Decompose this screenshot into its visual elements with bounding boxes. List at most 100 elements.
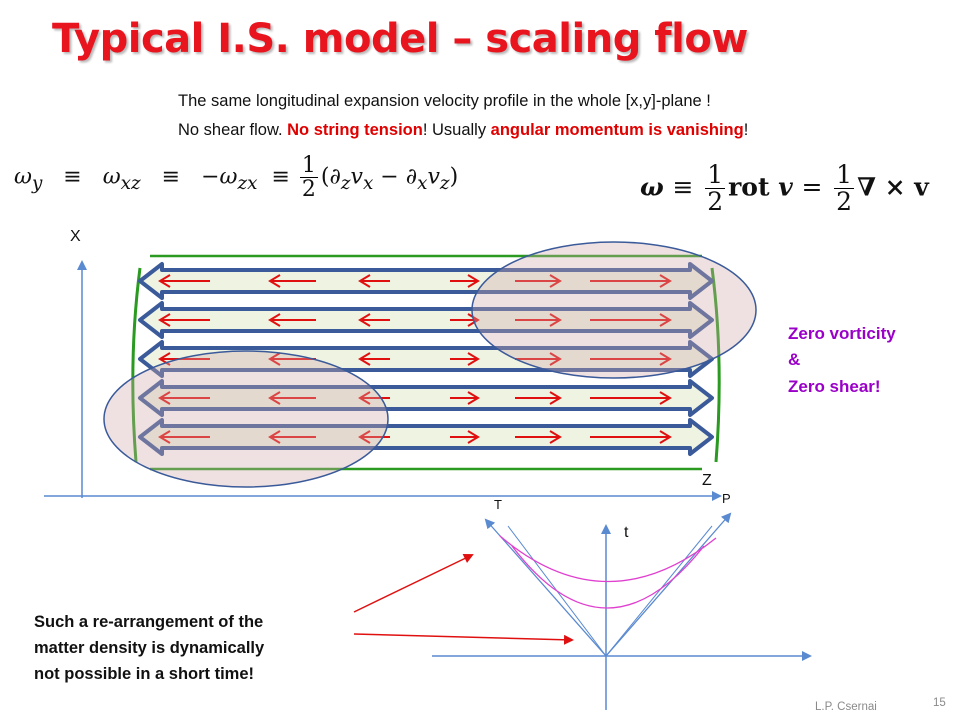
velocity-arrowhead xyxy=(659,352,672,366)
note-line: matter density is dynamically xyxy=(34,639,265,658)
green-frame-left xyxy=(131,267,142,463)
pointer-arrow-lower xyxy=(353,633,574,645)
note-line: Such a re-arrangement of the xyxy=(34,613,264,631)
z-axis-label: Z xyxy=(702,472,712,489)
author-footer: L.P. Csernai xyxy=(815,701,877,713)
equiv-symbol: ≡ xyxy=(63,164,82,190)
subtitle-text: ! Usually xyxy=(422,121,491,139)
velocity-arrowhead xyxy=(158,430,171,444)
formula-text: v xyxy=(350,164,363,190)
velocity-arrowhead xyxy=(549,352,562,366)
velocity-arrowhead xyxy=(158,391,171,405)
fraction-denominator: 2 xyxy=(707,187,724,217)
subscript: y xyxy=(31,172,43,194)
p-label: P xyxy=(722,491,731,506)
rearrangement-note: Such a re-arrangement of the matter dens… xyxy=(34,609,264,687)
velocity-arrowhead xyxy=(268,352,281,366)
t-axis-label: t xyxy=(624,524,629,541)
pointer-arrow-upper xyxy=(353,553,474,613)
subscript: xz xyxy=(120,172,141,194)
velocity-arrowhead xyxy=(268,274,281,288)
subtitle-line-1: The same longitudinal expansion velocity… xyxy=(178,92,711,110)
fraction-numerator: 1 xyxy=(834,160,855,190)
equiv-symbol: ≡ xyxy=(672,172,694,202)
formula-text: v xyxy=(427,164,440,190)
curl-expression: ∇ × v xyxy=(857,172,929,202)
velocity-arrowhead xyxy=(358,430,371,444)
subtitle-text: No shear flow. xyxy=(178,121,288,139)
fraction-denominator: 2 xyxy=(836,187,853,217)
hyperbola-upper xyxy=(499,535,717,583)
velocity-arrowhead xyxy=(659,391,672,405)
velocity-arrowhead xyxy=(659,274,672,288)
cone-line xyxy=(605,525,713,657)
velocity-symbol: v xyxy=(778,172,793,202)
page-number: 15 xyxy=(933,697,946,709)
velocity-arrowhead xyxy=(549,274,562,288)
subscript: z xyxy=(340,172,351,194)
velocity-arrowhead xyxy=(467,430,480,444)
velocity-arrowhead xyxy=(358,313,371,327)
upper-right-region-ellipse xyxy=(471,241,757,379)
velocity-arrowhead xyxy=(158,274,171,288)
velocity-arrowhead xyxy=(659,430,672,444)
formula-text: ) xyxy=(449,164,459,190)
velocity-arrowhead xyxy=(467,313,480,327)
formula-text: (∂ xyxy=(320,164,341,190)
velocity-arrowhead xyxy=(358,391,371,405)
velocity-arrowhead xyxy=(549,430,562,444)
velocity-arrowhead xyxy=(659,313,672,327)
t-label: T xyxy=(494,497,502,512)
omega-symbol: ω xyxy=(14,164,32,190)
subtitle-line-2: No shear flow. No string tension! Usuall… xyxy=(178,121,748,140)
x-axis-label: X xyxy=(70,228,81,245)
subscript: x xyxy=(362,172,374,194)
light-cone-left xyxy=(484,518,607,657)
formula-text: − ∂ xyxy=(373,164,418,190)
subscript: z xyxy=(439,172,450,194)
velocity-arrowhead xyxy=(358,274,371,288)
velocity-arrowhead xyxy=(268,391,281,405)
flow-row-arrow xyxy=(138,418,714,456)
rot-operator: rot xyxy=(728,172,770,202)
flow-row-arrow xyxy=(138,262,714,300)
velocity-arrowhead xyxy=(268,430,281,444)
velocity-arrowhead xyxy=(158,313,171,327)
note-line: & xyxy=(788,350,801,370)
note-line: Zero vorticity xyxy=(788,324,896,343)
angular-momentum-highlight: angular momentum is vanishing xyxy=(490,121,744,139)
flow-row-arrow xyxy=(138,301,714,339)
subtitle-text: ! xyxy=(743,121,749,139)
lower-left-region-ellipse xyxy=(103,350,389,488)
velocity-arrowhead xyxy=(467,352,480,366)
fraction-numerator: 1 xyxy=(705,160,726,190)
velocity-arrowhead xyxy=(268,313,281,327)
note-line: Zero shear! xyxy=(788,376,881,396)
string-tension-highlight: No string tension xyxy=(287,121,423,139)
velocity-arrowhead xyxy=(549,313,562,327)
omega-symbol: ω xyxy=(640,172,664,202)
flow-rows xyxy=(138,262,714,456)
hyperbola-lower xyxy=(511,545,705,609)
fraction-numerator: 1 xyxy=(299,153,318,179)
note-line: not possible in a short time! xyxy=(34,665,255,684)
flow-row-arrow xyxy=(138,379,714,417)
equals-symbol: = xyxy=(801,172,823,202)
velocity-arrowhead xyxy=(467,274,480,288)
velocity-arrowhead xyxy=(549,391,562,405)
subscript: x xyxy=(417,172,428,194)
omega-symbol: −ω xyxy=(201,164,238,190)
velocity-arrowhead xyxy=(467,391,480,405)
fraction-denominator: 2 xyxy=(301,177,316,203)
omega-symbol: ω xyxy=(102,164,121,190)
page-title: Typical I.S. model – scaling flow xyxy=(52,16,748,62)
equiv-symbol: ≡ xyxy=(271,164,290,190)
velocity-arrowhead xyxy=(358,352,371,366)
zero-vorticity-note: Zero vorticity & Zero shear! xyxy=(788,321,896,400)
